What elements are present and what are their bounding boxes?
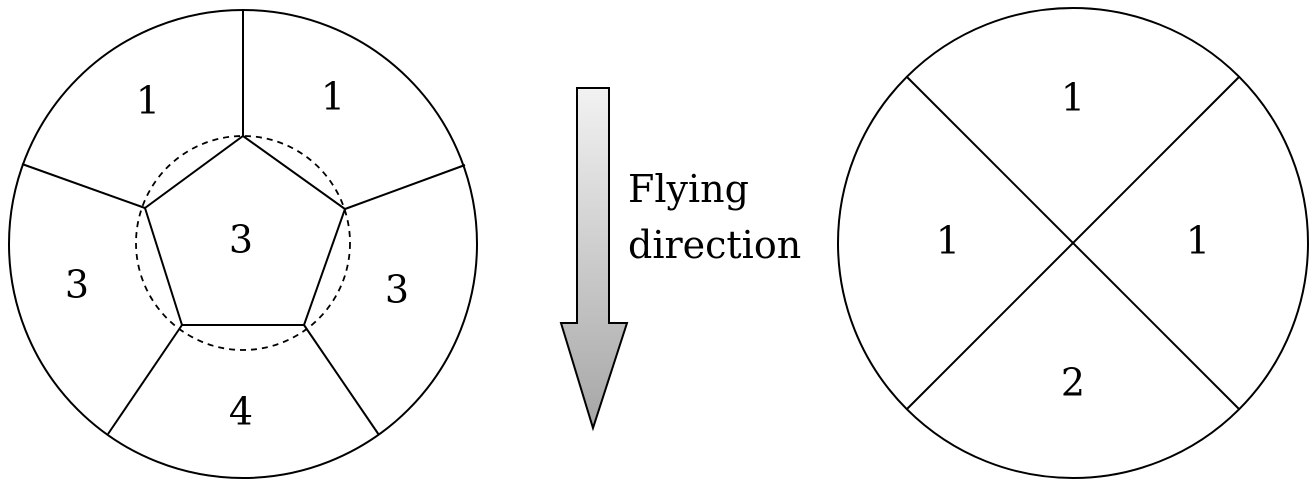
left-spoke-right <box>344 164 466 210</box>
label-bottom: 4 <box>229 390 253 434</box>
left-dashed-circle <box>135 135 351 351</box>
label-top-right: 1 <box>321 75 345 119</box>
left-diagram <box>8 9 478 479</box>
arrow-caption-line2: direction <box>628 223 801 267</box>
left-inner-pentagon <box>143 134 347 326</box>
label-right: 3 <box>385 268 409 312</box>
left-spoke-bottom-left <box>107 324 183 435</box>
right-diagram <box>837 7 1309 479</box>
left-spoke-bottom-right <box>303 324 380 436</box>
label-center: 3 <box>229 218 253 262</box>
label-right-top: 1 <box>1061 76 1085 120</box>
right-diagonal-2 <box>906 76 1240 410</box>
left-labels: 1 1 3 3 3 4 <box>65 75 409 434</box>
label-right-bottom: 2 <box>1061 361 1085 405</box>
label-right-right: 1 <box>1186 219 1210 263</box>
flying-direction-arrow: Flying direction <box>559 87 801 432</box>
arrow-caption-line1: Flying <box>628 167 749 211</box>
label-right-left: 1 <box>936 219 960 263</box>
right-labels: 1 1 1 2 <box>936 76 1210 405</box>
left-spoke-left <box>21 163 146 209</box>
label-left: 3 <box>65 263 89 307</box>
label-top-left: 1 <box>136 79 160 123</box>
right-outer-circle <box>837 7 1309 479</box>
down-arrow-icon <box>559 87 629 432</box>
